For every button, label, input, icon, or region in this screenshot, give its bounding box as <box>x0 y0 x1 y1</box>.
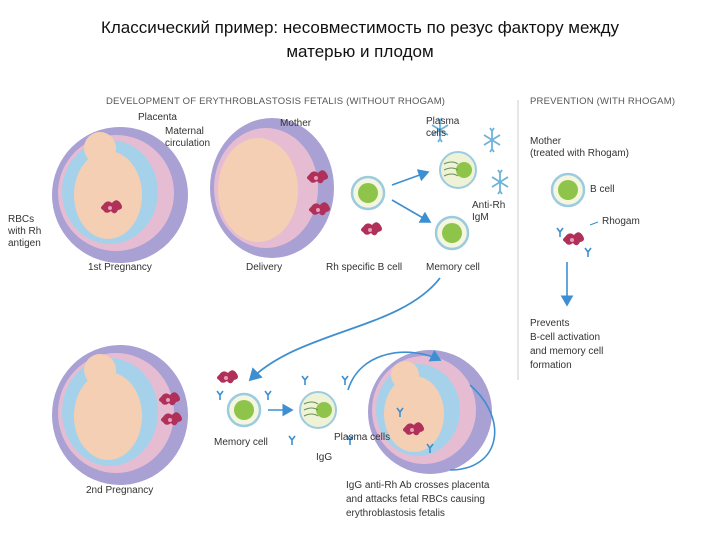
igg-icon-4 <box>288 435 296 446</box>
title-line-2: матерью и плодом <box>286 42 434 61</box>
label-plasma-2: cells <box>426 128 447 139</box>
igg-icon-2 <box>341 375 349 386</box>
label-second-pregnancy: 2nd Pregnancy <box>86 485 154 496</box>
rbc-bottom <box>217 370 238 384</box>
header-right: PREVENTION (WITH RHOGAM) <box>530 96 676 107</box>
memory-cell-top <box>434 215 470 251</box>
prevention-b-cell <box>550 172 586 208</box>
igm-icon-2 <box>491 169 509 195</box>
womb-second-pregnancy <box>52 345 188 485</box>
label-memory-cell-bottom: Memory cell <box>214 437 268 448</box>
label-rbcs-3: antigen <box>8 238 41 249</box>
label-rh-specific-b-cell: Rh specific B cell <box>326 262 403 273</box>
womb-delivery <box>210 118 334 258</box>
plasma-cell-bottom <box>299 391 337 429</box>
label-rbcs-2: with Rh <box>8 226 42 237</box>
label-mother: Mother <box>280 118 312 129</box>
label-prevents-1: Prevents <box>530 318 570 329</box>
label-b-cell: B cell <box>590 184 615 195</box>
label-memory-cell-top: Memory cell <box>426 262 480 273</box>
rh-specific-b-cell <box>350 175 386 211</box>
label-rhogam: Rhogam <box>602 216 640 227</box>
womb-attack <box>368 350 492 474</box>
label-delivery: Delivery <box>246 262 283 273</box>
label-mother-treated-2: (treated with Rhogam) <box>530 148 629 159</box>
label-placenta: Placenta <box>138 112 177 123</box>
caption-line-2: and attacks fetal RBCs causing <box>346 494 485 505</box>
plasma-cell-top <box>439 151 477 189</box>
caption-line-1: IgG anti-Rh Ab crosses placenta <box>346 480 490 491</box>
igm-icon-1 <box>483 127 501 153</box>
label-maternal-1: Maternal <box>165 126 204 137</box>
rbc-top <box>361 222 382 236</box>
header-left: DEVELOPMENT OF ERYTHROBLASTOSIS FETALIS … <box>106 96 446 107</box>
womb-first-pregnancy <box>52 127 188 263</box>
label-maternal-2: circulation <box>165 138 211 149</box>
memory-cell-bottom <box>226 392 262 428</box>
label-prevents-2: B-cell activation <box>530 332 601 343</box>
label-anti-rh-2: IgM <box>472 212 489 223</box>
antibody-icon-1 <box>216 390 224 401</box>
label-mother-treated-1: Mother <box>530 136 562 147</box>
label-first-pregnancy: 1st Pregnancy <box>88 262 152 273</box>
label-plasma-cells-bottom: Plasma cells <box>334 432 391 443</box>
label-igg: IgG <box>316 452 333 463</box>
label-rbcs-1: RBCs <box>8 214 35 225</box>
igg-icon-1 <box>301 375 309 386</box>
title-line-1: Классический пример: несовместимость по … <box>100 18 620 37</box>
antibody-icon-2 <box>264 390 272 401</box>
label-anti-rh-1: Anti-Rh <box>472 200 506 211</box>
caption-line-3: erythroblastosis fetalis <box>346 508 445 519</box>
label-prevents-4: formation <box>530 360 572 371</box>
label-plasma-1: Plasma <box>426 116 460 127</box>
label-prevents-3: and memory cell <box>530 346 604 357</box>
rhogam-complex <box>556 227 592 258</box>
